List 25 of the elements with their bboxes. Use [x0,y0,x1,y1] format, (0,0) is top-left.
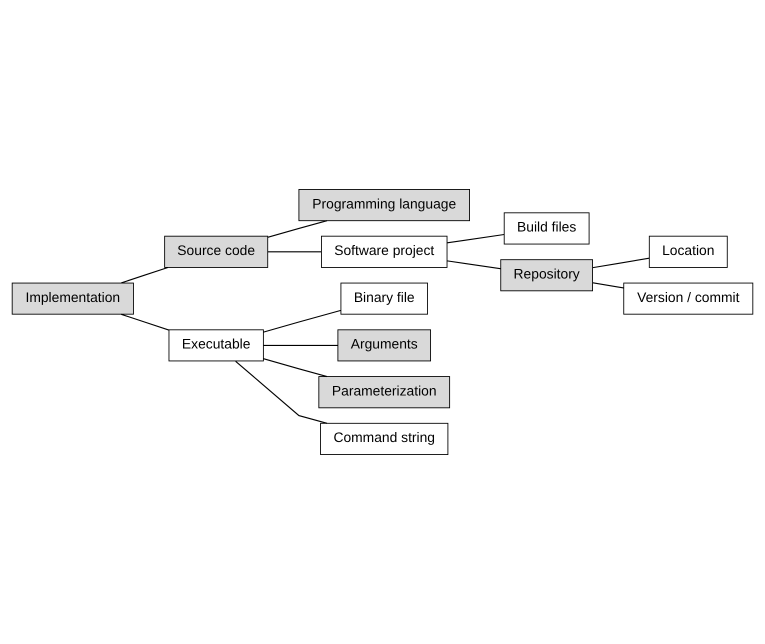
connector [263,358,328,378]
connector [447,234,504,244]
connector [592,282,624,288]
node-box: Source code [164,236,268,268]
node-box: Command string [320,422,448,455]
node-box: Executable [168,329,264,362]
node-box: Location [648,236,728,268]
connector [592,258,650,268]
connector [268,251,322,252]
node-box: Repository [500,259,593,292]
node-box: Binary file [340,282,428,315]
node-box: Version / commit [623,282,754,315]
connector [263,310,342,333]
node-box: Build files [504,212,590,244]
connector [268,220,328,238]
node-box: Software project [321,236,448,268]
connector [121,266,168,284]
connector [121,314,170,331]
node-box: Arguments [337,329,431,362]
connector [264,344,338,346]
node-box: Implementation [12,282,134,315]
connector [235,360,328,424]
connector [447,260,501,270]
node-box: Programming language [298,189,470,222]
node-box: Parameterization [318,376,450,408]
